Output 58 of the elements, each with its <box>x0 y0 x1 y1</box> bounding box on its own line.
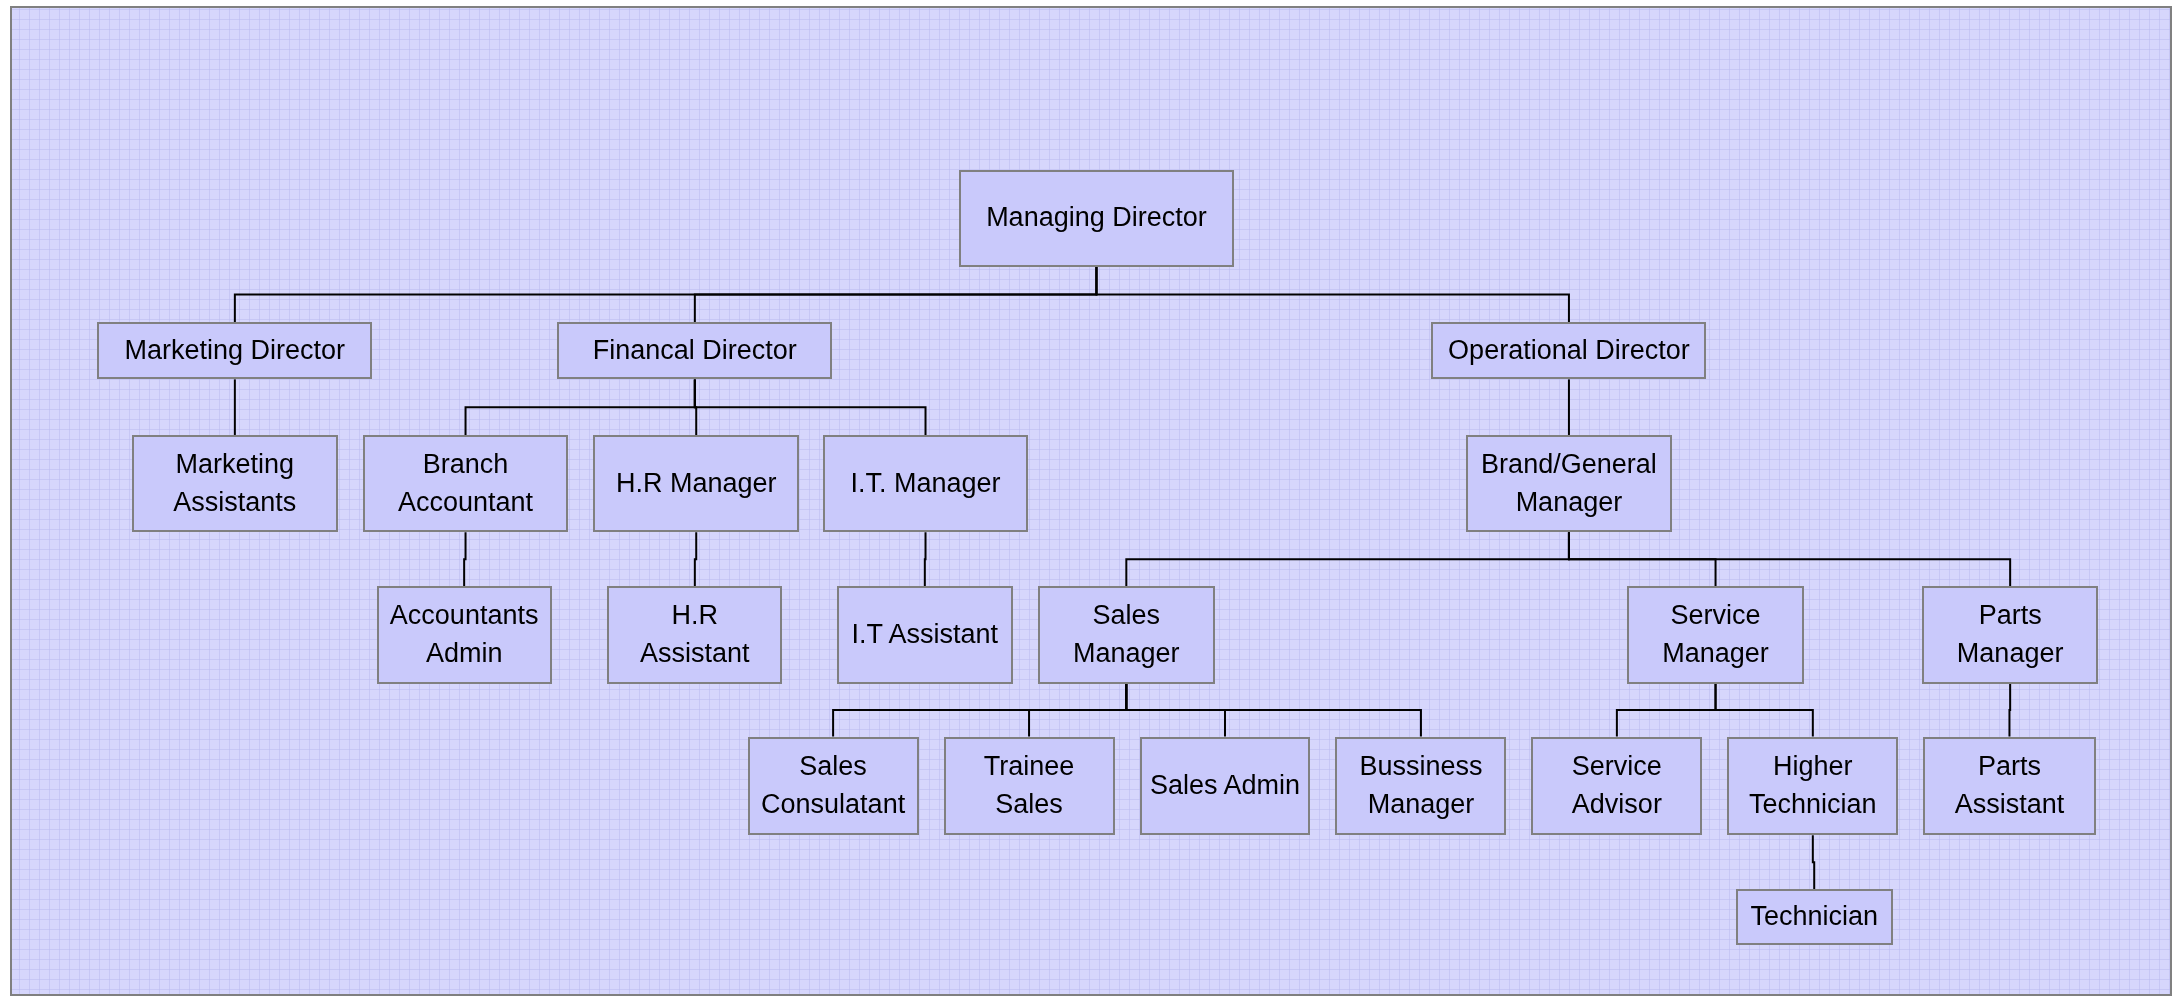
role-box <box>1335 736 1507 836</box>
role-title: H.R Manager <box>614 466 778 500</box>
connector-line <box>923 531 927 588</box>
connector-line <box>693 531 698 588</box>
role-box <box>593 434 800 533</box>
role-title: I.T. Manager <box>849 466 1002 500</box>
role-box <box>1466 434 1672 533</box>
role-title: Branch Accountant <box>397 447 535 519</box>
role-title: Sales Manager <box>1072 599 1181 671</box>
role-title: H.R Assistant <box>639 599 751 671</box>
role-box <box>97 322 373 380</box>
connector-line <box>1095 265 1570 324</box>
connector-line <box>463 531 467 588</box>
role-title: Technician <box>1749 900 1879 934</box>
role-box <box>1139 736 1311 836</box>
role-box <box>747 736 919 836</box>
connector-line <box>693 378 927 436</box>
role-box <box>1727 736 1899 836</box>
role-title: Higher Technician <box>1748 750 1878 821</box>
connector-line <box>1811 834 1816 891</box>
connector-line <box>2008 682 2012 738</box>
role-box <box>132 434 338 533</box>
connector-line <box>233 378 236 436</box>
connector-line <box>1714 682 1814 738</box>
role-box <box>1627 586 1804 684</box>
role-box <box>822 434 1029 533</box>
role-box <box>958 169 1234 267</box>
role-box <box>1431 322 1707 380</box>
role-title: Parts Assistant <box>1953 750 2066 821</box>
connector-line <box>1567 378 1570 436</box>
role-box <box>557 322 833 380</box>
role-title: Marketing Assistants <box>172 447 298 519</box>
role-title: Accountants Admin <box>388 599 540 671</box>
role-box <box>836 586 1014 684</box>
role-box <box>376 586 552 684</box>
role-title: Service Advisor <box>1570 750 1663 821</box>
role-title: Managing Director <box>985 201 1208 235</box>
role-title: Service Manager <box>1661 599 1770 671</box>
role-title: Trainee Sales <box>982 750 1076 821</box>
role-box <box>362 434 569 533</box>
role-title: Brand/General Manager <box>1480 447 1658 519</box>
connector-line <box>1567 531 2012 588</box>
role-box <box>1921 586 2099 684</box>
role-title: Operational Director <box>1447 333 1691 367</box>
role-title: Sales Admin <box>1148 768 1301 802</box>
role-box <box>607 586 783 684</box>
role-title: I.T Assistant <box>850 618 1000 652</box>
role-title: Marketing Director <box>123 333 347 367</box>
connector-line <box>1125 682 1422 738</box>
role-box <box>1923 736 2096 836</box>
role-box <box>943 736 1115 836</box>
role-title: Parts Manager <box>1955 599 2065 671</box>
role-title: Bussiness Manager <box>1358 750 1484 821</box>
role-title: Financal Director <box>591 333 798 367</box>
role-title: Sales Consulatant <box>760 750 907 821</box>
role-box <box>1531 736 1703 836</box>
role-box <box>1735 889 1893 945</box>
role-box <box>1038 586 1215 684</box>
